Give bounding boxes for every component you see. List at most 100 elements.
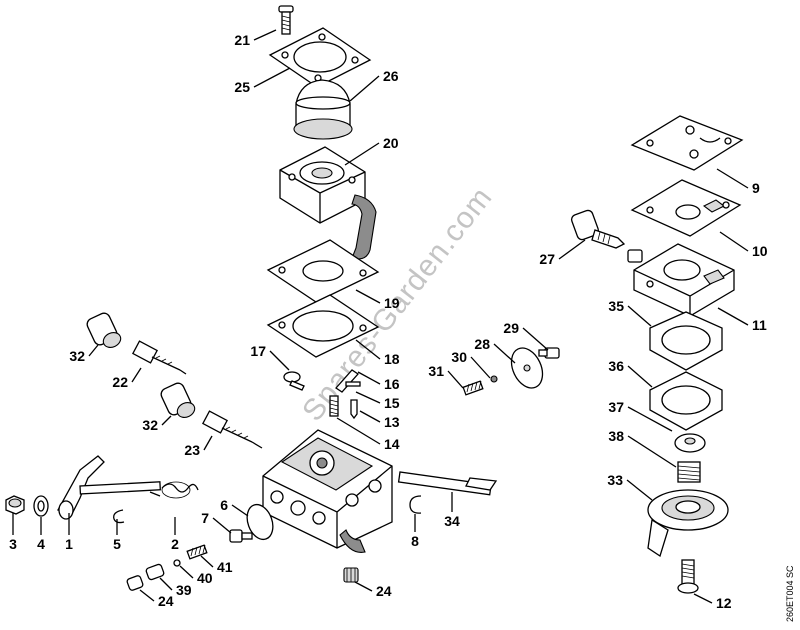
callout-24-bottom-leader-line [354, 581, 373, 592]
callout-8: 8 [411, 533, 419, 549]
callout-33-leader-line [626, 479, 653, 501]
callout-12-leader-line [693, 593, 713, 604]
callout-6-leader-line [231, 504, 249, 517]
callout-40: 40 [197, 570, 213, 586]
callout-17-leader-line [269, 350, 290, 371]
callout-41-leader-line [200, 555, 214, 568]
part-31-spring [462, 380, 484, 396]
callout-6: 6 [220, 497, 228, 513]
callout-18: 18 [384, 351, 400, 367]
carburetor-body [262, 429, 393, 553]
callout-23: 23 [184, 442, 200, 458]
part-9-gasket [630, 115, 744, 171]
callout-31: 31 [428, 363, 444, 379]
part-2-spring [149, 481, 199, 499]
callout-37: 37 [608, 399, 624, 415]
callout-18-leader-line [355, 339, 381, 360]
callout-27: 27 [539, 251, 555, 267]
callout-39: 39 [176, 582, 192, 598]
callout-5: 5 [113, 536, 121, 552]
callout-21: 21 [234, 32, 250, 48]
callout-9-leader-line [716, 168, 749, 189]
callout-15-leader-line [355, 391, 381, 404]
part-40-ball [173, 559, 181, 567]
callout-12: 12 [716, 595, 732, 611]
callout-29-leader-line [522, 327, 549, 351]
part-1-throttle-shaft [57, 455, 161, 520]
part-19-gasket [266, 239, 380, 303]
part-11-pump-body [627, 243, 735, 317]
callout-28-leader-line [493, 343, 516, 364]
part-24-plug-left [126, 575, 144, 591]
callout-14: 14 [384, 436, 400, 452]
part-17-screw [283, 371, 305, 391]
callout-36-leader-line [627, 365, 653, 388]
callout-36: 36 [608, 358, 624, 374]
part-15-pin [345, 381, 361, 387]
part-3-cap [5, 495, 25, 515]
callout-13-leader-line [359, 410, 381, 423]
callout-33: 33 [607, 472, 623, 488]
callout-26: 26 [383, 68, 399, 84]
callout-31-leader-line [447, 370, 464, 389]
callout-29: 29 [503, 320, 519, 336]
part-38-spring [677, 461, 701, 483]
part-29-screw [538, 347, 560, 359]
callout-32-mid-leader-line [161, 415, 172, 426]
callout-39-leader-line [159, 577, 173, 591]
callout-4: 4 [37, 536, 45, 552]
callout-2: 2 [171, 536, 179, 552]
drawing-code: 260ET004 SC [785, 565, 795, 622]
callout-30: 30 [451, 349, 467, 365]
callout-40-leader-line [179, 565, 194, 579]
part-5-clip [113, 509, 125, 524]
part-33-pump-cover [647, 489, 729, 558]
callout-20: 20 [383, 135, 399, 151]
part-13-needle [350, 399, 358, 420]
callout-26-leader-line [349, 75, 380, 102]
callout-9: 9 [752, 180, 760, 196]
callout-1: 1 [65, 536, 73, 552]
part-22-adjusting-screw [132, 340, 187, 375]
callout-14-leader-line [336, 417, 381, 445]
part-32-limiter-cap [86, 312, 122, 348]
callout-32-top: 32 [69, 348, 85, 364]
part-30-ball [490, 375, 498, 383]
callout-22-leader-line [131, 367, 142, 383]
callout-19: 19 [384, 295, 400, 311]
callout-37-leader-line [627, 406, 673, 432]
callout-25-leader-line [253, 67, 291, 88]
callout-38-leader-line [627, 435, 677, 468]
part-6-throttle-plate [246, 503, 274, 541]
callout-25: 25 [234, 79, 250, 95]
part-24-plug [343, 567, 359, 583]
callout-16: 16 [384, 376, 400, 392]
part-36-gasket [649, 371, 723, 431]
part-26-primer-bulb [293, 79, 353, 140]
callout-13: 13 [384, 414, 400, 430]
callout-32-mid: 32 [142, 417, 158, 433]
callout-24-left: 24 [158, 593, 174, 609]
part-16-lever [335, 369, 359, 393]
callout-17: 17 [250, 343, 266, 359]
part-10-plate [630, 179, 742, 237]
part-7-screw [229, 529, 253, 543]
callout-34: 34 [444, 513, 460, 529]
callout-10: 10 [752, 243, 768, 259]
callout-11: 11 [752, 317, 767, 333]
callout-28: 28 [474, 336, 490, 352]
callout-30-leader-line [470, 356, 491, 379]
part-18-diaphragm [266, 294, 380, 358]
part-25-gasket [268, 27, 372, 88]
callout-32-top-leader-line [88, 344, 99, 357]
callout-15: 15 [384, 395, 400, 411]
part-35-gasket [649, 311, 723, 371]
callout-27-leader-line [558, 239, 586, 260]
part-4-washer [33, 495, 49, 517]
callout-19-leader-line [355, 289, 381, 304]
part-14-spring [329, 395, 339, 417]
callout-35-leader-line [627, 305, 652, 327]
